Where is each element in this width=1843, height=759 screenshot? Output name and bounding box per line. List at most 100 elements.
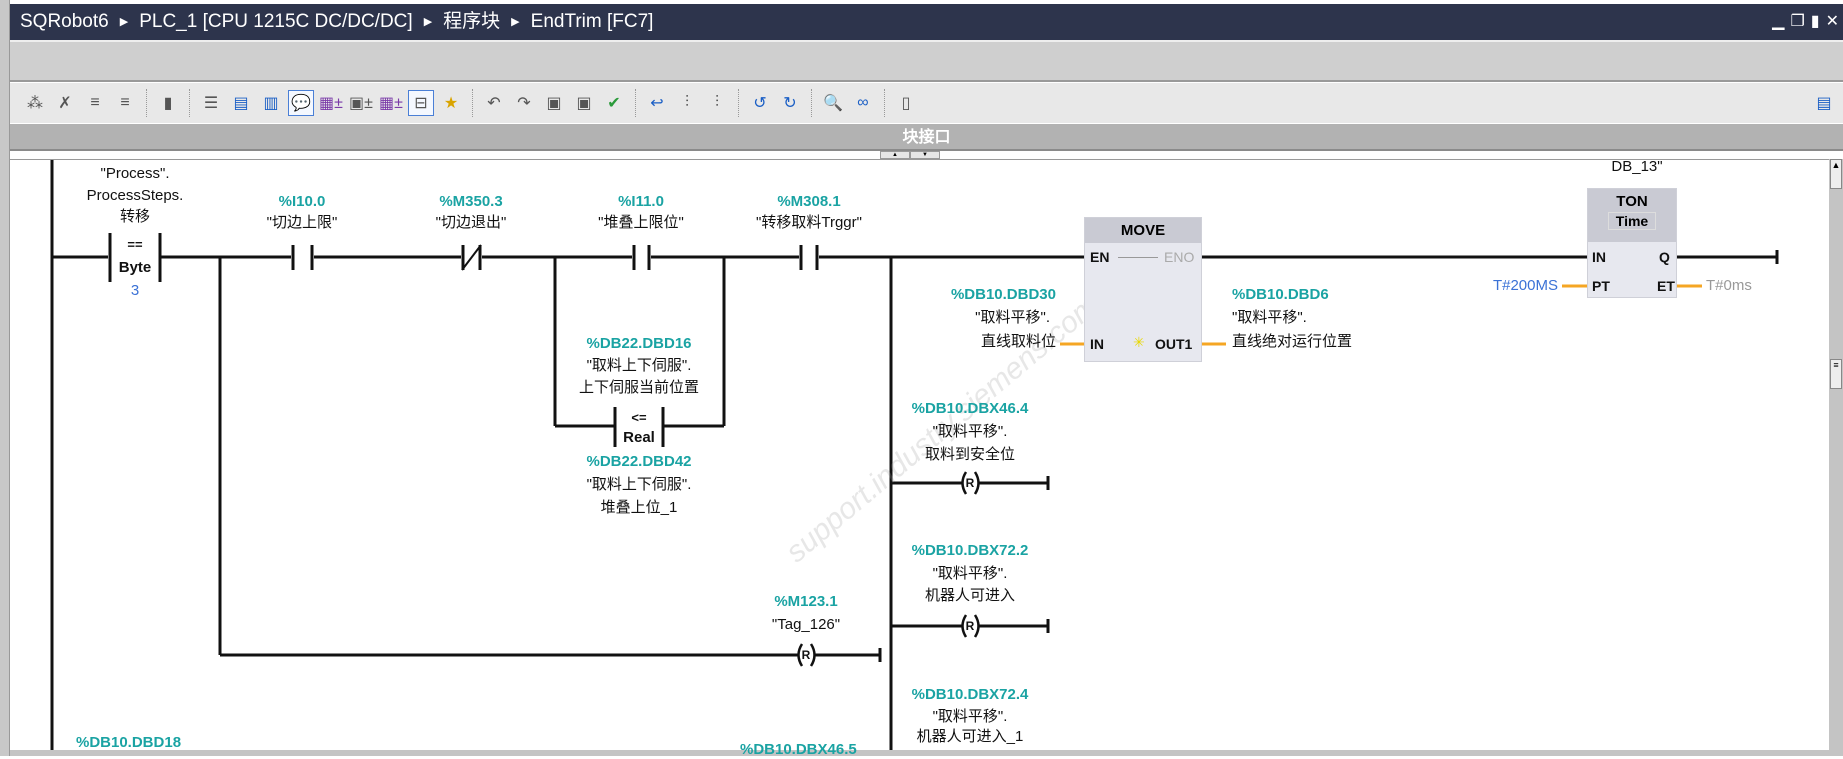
inserted-icon[interactable]: ⫶ bbox=[684, 94, 689, 111]
comments-icon[interactable]: 💬 bbox=[288, 90, 314, 116]
compare1-type[interactable]: Byte bbox=[118, 259, 152, 276]
move-box[interactable]: MOVE bbox=[1084, 217, 1202, 362]
move-eno-pin: ENO bbox=[1164, 249, 1195, 265]
tag-info-icon[interactable]: ▦± bbox=[319, 95, 343, 112]
breadcrumb-plc[interactable]: PLC_1 [CPU 1215C DC/DC/DC] bbox=[139, 11, 413, 32]
contact2-address[interactable]: %M350.3 bbox=[439, 193, 503, 210]
contact3-name[interactable]: "堆叠上限位" bbox=[598, 214, 684, 231]
compare-icon[interactable]: ▣ bbox=[576, 95, 592, 112]
contact1-address[interactable]: %I10.0 bbox=[278, 193, 326, 210]
move-in-pin: IN bbox=[1090, 336, 1104, 352]
operands-icon[interactable]: ▦± bbox=[379, 95, 403, 112]
breadcrumb-project[interactable]: SQRobot6 bbox=[20, 11, 109, 32]
ton-box[interactable]: TON Time bbox=[1587, 188, 1677, 298]
ton-pt-pin: PT bbox=[1592, 278, 1610, 294]
layout-icon[interactable]: ▤ bbox=[1816, 95, 1832, 112]
minimize-icon[interactable]: ▁ bbox=[1772, 13, 1785, 30]
search-icon[interactable]: 🔍 bbox=[823, 95, 843, 112]
move-out-address[interactable]: %DB10.DBD6 bbox=[1232, 286, 1329, 303]
compare2-operator: <= bbox=[631, 410, 647, 425]
block-interface-bar[interactable]: 块接口 bbox=[10, 124, 1843, 151]
breadcrumb-block[interactable]: EndTrim [FC7] bbox=[530, 11, 654, 32]
interface-splitter[interactable]: ▲▼ bbox=[880, 151, 940, 159]
ton-pt-value[interactable]: T#200MS bbox=[1492, 277, 1558, 294]
coil3-name-line1[interactable]: "取料平移". bbox=[932, 708, 1008, 725]
expand-down-icon[interactable]: ▼ bbox=[910, 151, 940, 159]
title-bar: SQRobot6▶ PLC_1 [CPU 1215C DC/DC/DC]▶ 程序… bbox=[10, 4, 1843, 40]
move-in-name-line1[interactable]: "取料平移". bbox=[975, 309, 1050, 326]
coil3-name-line2[interactable]: 机器人可进入_1 bbox=[916, 728, 1024, 745]
go-to-next-error-icon[interactable]: ↷ bbox=[517, 95, 531, 112]
favorites-star-icon[interactable]: ★ bbox=[443, 95, 459, 112]
compare1-operand2[interactable]: 3 bbox=[130, 282, 140, 299]
ton-et-pin: ET bbox=[1657, 278, 1675, 294]
reset-icon[interactable]: ▮ bbox=[163, 95, 173, 112]
compare1-operand-line2[interactable]: ProcessSteps. bbox=[86, 187, 184, 204]
compare2-address2[interactable]: %DB22.DBD42 bbox=[586, 453, 692, 470]
contact2-name[interactable]: "切边退出" bbox=[435, 214, 507, 231]
add-output-icon[interactable]: ✳ bbox=[1133, 334, 1145, 350]
move-out-name-line1[interactable]: "取料平移". bbox=[1232, 309, 1307, 326]
go-to-previous-error-icon[interactable]: ↶ bbox=[487, 95, 501, 112]
removed-icon[interactable]: ⫶ bbox=[714, 94, 719, 111]
contact1-name[interactable]: "切边上限" bbox=[266, 214, 338, 231]
network-open-icon[interactable]: ▤ bbox=[233, 95, 249, 112]
compare1-operand-line3[interactable]: 转移 bbox=[119, 208, 151, 225]
delete-network-icon[interactable]: ✗ bbox=[58, 95, 72, 112]
block-call-icon[interactable]: ↩ bbox=[650, 95, 664, 112]
insert-network-icon[interactable]: ⁂ bbox=[27, 95, 43, 112]
compare2-address1[interactable]: %DB22.DBD16 bbox=[586, 335, 692, 352]
contact4-name[interactable]: "转移取料Trggr" bbox=[756, 214, 862, 231]
coil2-address[interactable]: %DB10.DBX72.2 bbox=[911, 542, 1029, 559]
coil4-name[interactable]: "Tag_126" bbox=[771, 616, 841, 633]
compare2-name2-line2[interactable]: 堆叠上位_1 bbox=[600, 499, 678, 516]
move-out1-pin: OUT1 bbox=[1155, 336, 1193, 352]
ton-instance-db[interactable]: DB_13" bbox=[1611, 158, 1663, 175]
move-in-name-line2[interactable]: 直线取料位 bbox=[980, 333, 1056, 350]
coil1-name-line1[interactable]: "取料平移". bbox=[932, 423, 1008, 440]
watch-icon[interactable]: ∞ bbox=[857, 94, 869, 111]
network-close-icon[interactable]: ▥ bbox=[263, 95, 279, 112]
update-icon[interactable]: ✔ bbox=[607, 95, 621, 112]
move-in-address[interactable]: %DB10.DBD30 bbox=[950, 286, 1056, 303]
compare1-operand-line1[interactable]: "Process". bbox=[100, 165, 170, 182]
collapse-up-icon[interactable]: ▲ bbox=[880, 151, 910, 159]
absolute-operands-icon[interactable]: ☰ bbox=[203, 95, 219, 112]
compare2-name1-line1[interactable]: "取料上下伺服". bbox=[586, 357, 692, 374]
coil3-address[interactable]: %DB10.DBX72.4 bbox=[911, 686, 1029, 703]
move-en-eno-link bbox=[1118, 257, 1158, 258]
coil4-address[interactable]: %M123.1 bbox=[774, 593, 838, 610]
monitor-on-icon[interactable]: ↻ bbox=[783, 95, 797, 112]
ladder-view-icon[interactable]: ⊟ bbox=[408, 90, 434, 116]
move-out-name-line2[interactable]: 直线绝对运行位置 bbox=[1232, 333, 1353, 350]
compare2-name1-line2[interactable]: 上下伺服当前位置 bbox=[578, 379, 700, 396]
coil1-address[interactable]: %DB10.DBX46.4 bbox=[911, 400, 1029, 417]
restore-icon[interactable]: ❐ bbox=[1790, 13, 1805, 30]
call-hierarchy-icon[interactable]: ▣ bbox=[546, 95, 562, 112]
next-network-coil-address[interactable]: %DB10.DBX46.5 bbox=[740, 741, 857, 758]
compare2-name2-line1[interactable]: "取料上下伺服". bbox=[586, 476, 692, 493]
monitor-icon[interactable]: ↺ bbox=[753, 95, 767, 112]
insert-row-icon[interactable]: ≡ bbox=[90, 94, 100, 111]
contact4-address[interactable]: %M308.1 bbox=[777, 193, 841, 210]
coil2-type: R bbox=[965, 619, 975, 633]
safety-icon[interactable]: ▯ bbox=[901, 95, 911, 112]
coil1-type: R bbox=[965, 476, 975, 490]
coil4-type: R bbox=[801, 648, 811, 662]
coil2-name-line2[interactable]: 机器人可进入 bbox=[924, 587, 1016, 604]
horizontal-scrollbar[interactable] bbox=[10, 750, 1843, 756]
ton-type[interactable]: Time bbox=[1608, 212, 1656, 230]
next-network-operand[interactable]: %DB10.DBD18 bbox=[76, 734, 182, 751]
add-row-icon[interactable]: ≡ bbox=[120, 94, 130, 111]
compare2-type[interactable]: Real bbox=[623, 429, 655, 446]
breadcrumb-arrow-icon: ▶ bbox=[119, 16, 129, 28]
coil1-name-line2[interactable]: 取料到安全位 bbox=[924, 446, 1016, 463]
close-icon[interactable]: ✕ bbox=[1825, 13, 1839, 30]
contact3-address[interactable]: %I11.0 bbox=[618, 193, 664, 210]
maximize-icon[interactable]: ▮ bbox=[1810, 13, 1820, 30]
breadcrumb-blocks[interactable]: 程序块 bbox=[443, 11, 501, 32]
favorites-icon[interactable]: ▣± bbox=[349, 95, 373, 112]
vertical-scrollbar[interactable]: ▲≡ bbox=[1829, 159, 1843, 750]
coil2-name-line1[interactable]: "取料平移". bbox=[932, 565, 1008, 582]
